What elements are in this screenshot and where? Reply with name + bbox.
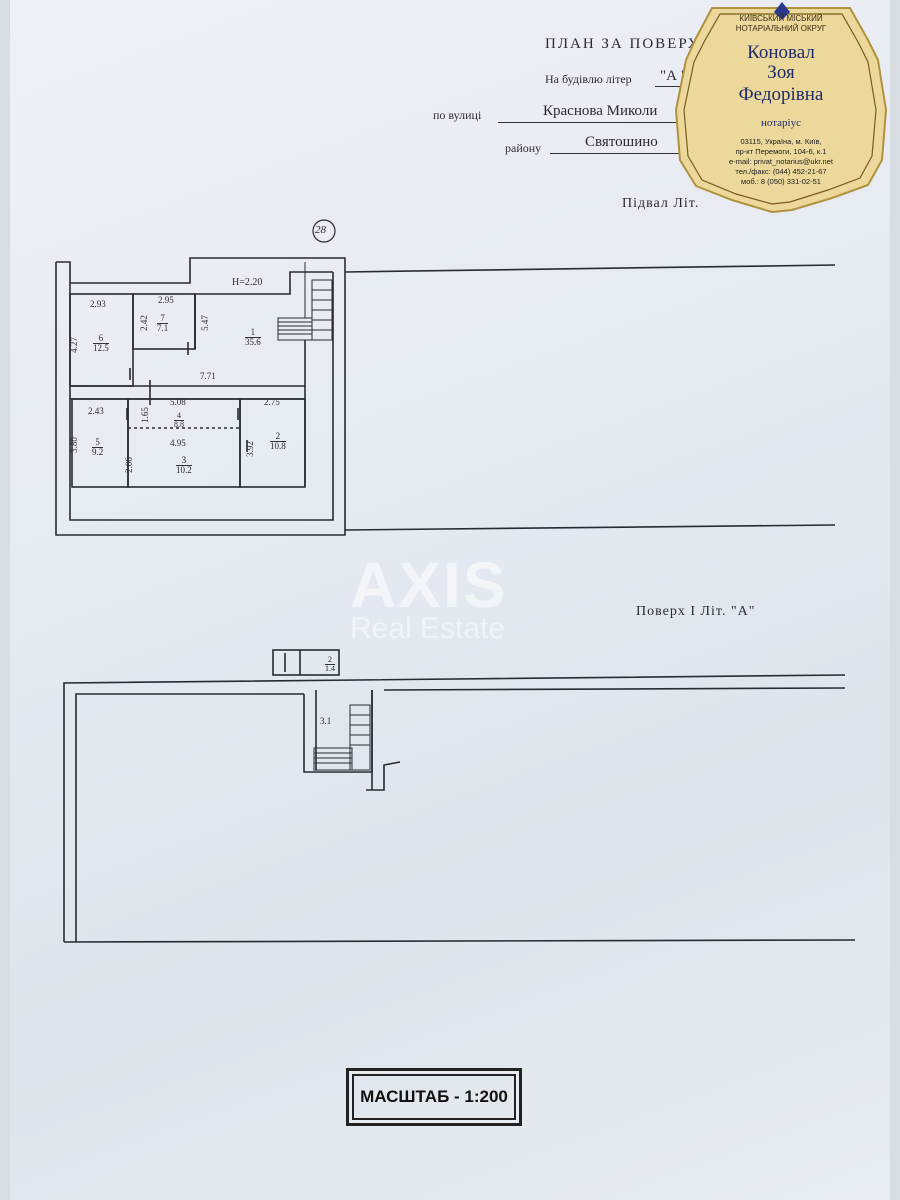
building-label: На будівлю літер (545, 72, 632, 86)
dim: 7.71 (200, 371, 216, 381)
stamp-shape (674, 2, 888, 214)
dim: 5.47 (199, 315, 210, 331)
dim: 2.43 (88, 406, 104, 416)
stamp-org-line1: КИЇВСЬКИЙ МІСЬКИЙ (739, 14, 823, 23)
street-underline (498, 122, 698, 123)
watermark-logo: AXIS (350, 549, 508, 621)
dim: 3.92 (244, 441, 255, 457)
scale-text: МАСШТАБ - 1:200 (360, 1087, 508, 1106)
district-label: району (505, 141, 542, 155)
stamp-role: нотаріус (760, 117, 801, 129)
plan-title: ПЛАН ЗА ПОВЕРХ (545, 36, 701, 52)
dim: 2.95 (158, 295, 174, 305)
dim: 2.06 (123, 457, 134, 473)
stamp-mobile: моб.: 8 (050) 331-02-51 (741, 177, 821, 186)
floor1-plan (63, 649, 856, 943)
axis-marker: 28 (315, 224, 326, 236)
ceiling-height: H=2.20 (232, 277, 263, 288)
notary-stamp: КИЇВСЬКИЙ МІСЬКИЙ НОТАРІАЛЬНИЙ ОКРУГ Кон… (672, 0, 890, 215)
dim: 3.80 (68, 437, 79, 453)
dim: 4.95 (170, 438, 186, 448)
stamp-name-line3: Федорівна (738, 84, 824, 105)
stamp-phone: тел./факс: (044) 452-21-67 (735, 167, 827, 176)
scale-box: МАСШТАБ - 1:200 (346, 1068, 522, 1126)
dim: 2.75 (264, 397, 280, 407)
floor1-room-area: 3.1 (320, 716, 332, 726)
watermark-subtitle: Real Estate (350, 612, 506, 645)
dim: 5.08 (170, 397, 186, 407)
building-value: "А " (660, 68, 687, 84)
dim: 2.42 (138, 315, 149, 331)
district-value: Святошино (585, 134, 658, 150)
stamp-address2: пр-кт Перемоги, 104-6, к.1 (735, 147, 827, 156)
basement-label: Підвал Літ. (622, 196, 700, 211)
dim: 2.93 (90, 299, 106, 309)
dim: 4.27 (68, 337, 79, 353)
stamp-org-line2: НОТАРІАЛЬНИЙ ОКРУГ (735, 24, 827, 33)
dim: 1.65 (139, 407, 150, 423)
trident-icon (774, 2, 790, 20)
street-value: Краснова Миколи (543, 103, 658, 119)
stamp-name-line1: Коновал (747, 42, 815, 63)
basement-plan (55, 219, 836, 536)
stamp-email: e-mail: privat_notarius@ukr.net (729, 157, 833, 166)
street-label: по вулиці (433, 108, 482, 122)
stamp-address: 03115, Україна, м. Київ, (740, 137, 822, 146)
stamp-name-line2: Зоя (767, 62, 795, 83)
building-underline (655, 86, 695, 87)
floor1-label: Поверх І Літ. "А" (636, 604, 756, 619)
district-underline (550, 153, 700, 154)
